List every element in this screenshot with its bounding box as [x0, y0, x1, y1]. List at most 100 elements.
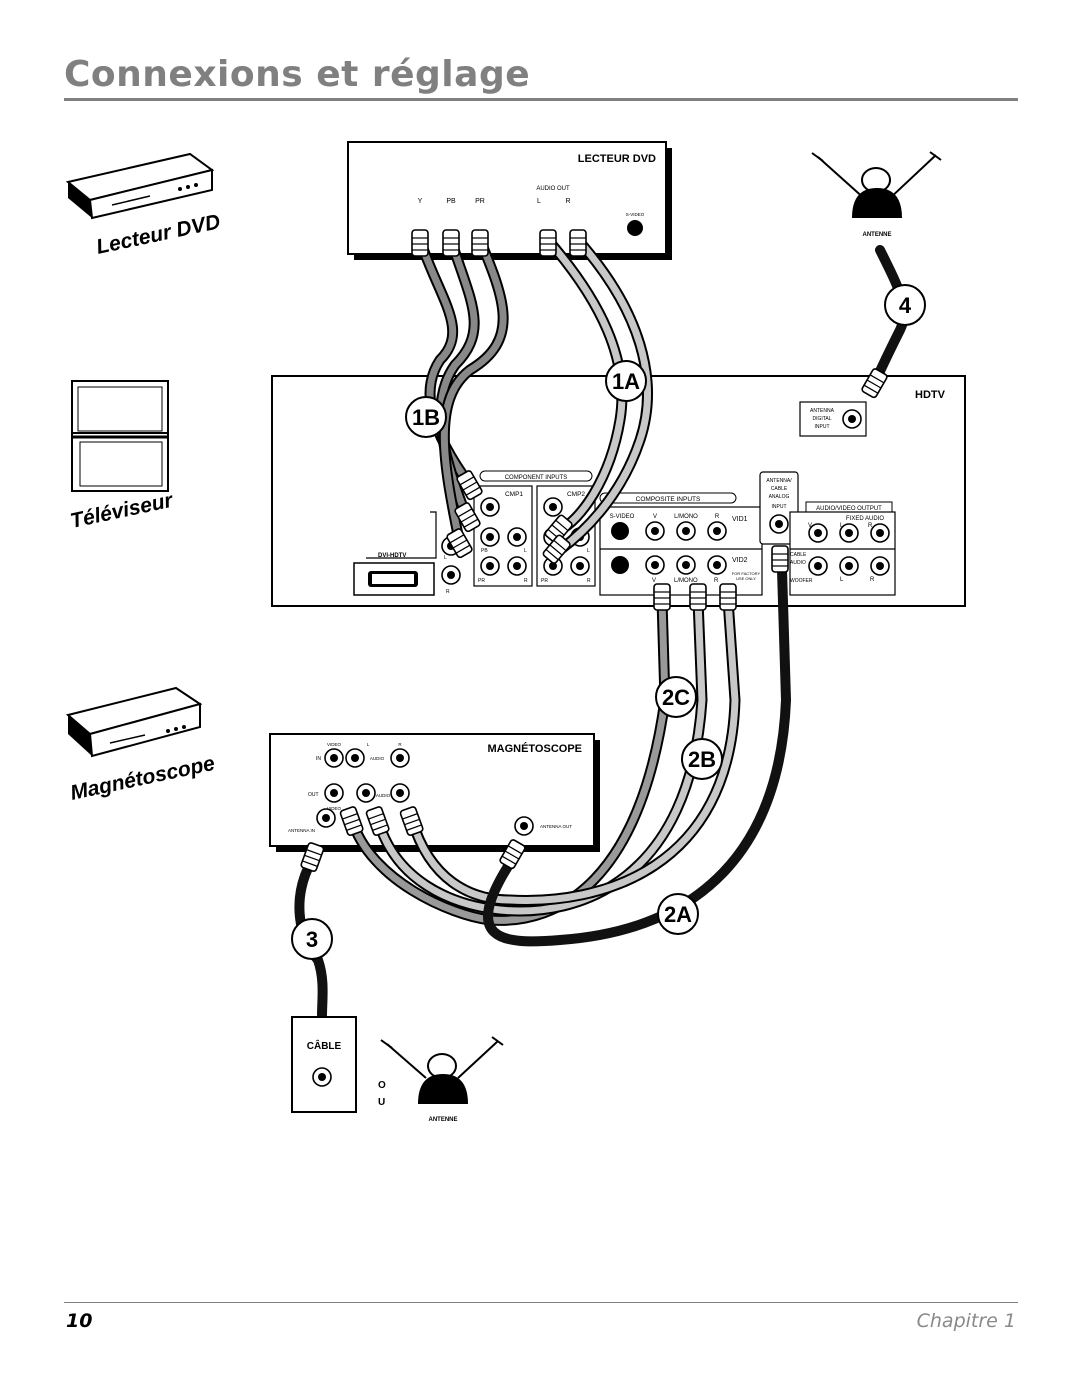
dvi-l-label: L: [444, 555, 447, 561]
antenna-digital-label-1: ANTENNA: [810, 408, 835, 414]
av-output-label: AUDIO/VIDEO OUTPUT: [816, 506, 882, 512]
step-2a-label: 2A: [664, 902, 692, 927]
step-3-label: 3: [306, 927, 318, 952]
dvd-jack-pr: PR: [475, 198, 485, 205]
cmp1-l-label: L: [524, 548, 527, 554]
vid2-r-label: R: [714, 578, 719, 584]
step-1b-circle: [405, 396, 447, 438]
vid2-lmono-label: L/MONO: [674, 578, 698, 584]
fixed-r-label: R: [870, 577, 875, 583]
cmp1-pb-label: PB: [481, 548, 488, 554]
step-1b-label: 1B: [412, 405, 440, 430]
step-2b-circle: [681, 738, 723, 780]
vcr-out-label: OUT: [308, 792, 319, 798]
composite-lmono-label: L/MONO: [674, 514, 698, 520]
step-2b-label: 2B: [688, 747, 716, 772]
fixed-l-label: L: [840, 577, 844, 583]
composite-inputs-label: COMPOSITE INPUTS: [636, 496, 701, 503]
vid2-v-label: V: [652, 578, 656, 584]
ant-analog-label-4: INPUT: [772, 504, 787, 510]
ant-analog-label-2: CABLE: [771, 486, 788, 492]
dvd-panel-title: LECTEUR DVD: [578, 153, 656, 165]
dvi-r-label: R: [446, 589, 450, 595]
cmp1-pr-label: PR: [478, 578, 485, 584]
vcr-r-top-label: R: [398, 742, 402, 747]
dvd-jack-r: R: [565, 198, 570, 205]
cable-wall-outlet: CÂBLE: [291, 1016, 357, 1113]
step-1a-circle: [605, 360, 647, 402]
vcr-audio-in-label: AUDIO: [370, 756, 385, 761]
footer-rule: [64, 1302, 1018, 1303]
vcr-l-top-label: L: [367, 742, 370, 747]
step-1a-label: 1A: [612, 369, 640, 394]
cmp1-label: CMP1: [505, 491, 523, 498]
av-l-label: L: [840, 523, 844, 529]
composite-v-label: V: [653, 514, 657, 520]
dvd-side-label: Lecteur DVD: [94, 210, 222, 259]
cmp2-pr-label: PR: [541, 578, 548, 584]
vcr-icon: [65, 686, 203, 758]
factory-label-2: USE ONLY: [736, 576, 756, 581]
vcr-panel-title: MAGNÉTOSCOPE: [487, 742, 582, 755]
dvd-back-panel: LECTEUR DVD AUDIO OUT Y PB PR L R S-VIDE…: [347, 141, 672, 260]
composite-r-label: R: [715, 514, 720, 520]
dvd-jack-y: Y: [418, 198, 423, 205]
connection-diagram: Lecteur DVD Téléviseur Magnétoscope LECT…: [65, 141, 966, 1123]
antenna-top-label: ANTENNE: [862, 232, 891, 238]
vid1-label: VID1: [732, 516, 748, 523]
antenna-bottom-icon: ANTENNE: [380, 1036, 504, 1123]
dvd-audio-out-label: AUDIO OUT: [536, 186, 570, 192]
sub-woofer-label: WOOFER: [790, 578, 813, 584]
antenna-top-icon: ANTENNE: [811, 151, 942, 238]
step-4-circle: [884, 284, 926, 326]
title-rule: [64, 98, 1018, 101]
factory-label-1: FOR FACTORY: [732, 571, 761, 576]
dvd-jack-pb: PB: [446, 198, 456, 205]
dvd-player-icon: [65, 152, 215, 220]
cmp1-r-label: R: [524, 578, 528, 584]
dvd-jack-l: L: [537, 198, 541, 205]
step-2a-circle: [657, 893, 699, 935]
sub-audio-label: AUDIO: [790, 560, 806, 566]
composite-svideo-label: S-VIDEO: [610, 514, 635, 520]
cmp2-l-label: L: [587, 548, 590, 554]
or-label-u: U: [378, 1097, 385, 1108]
chapter-label: Chapitre 1: [916, 1310, 1016, 1332]
vid2-label: VID2: [732, 557, 748, 564]
cmp2-label: CMP2: [567, 491, 585, 498]
vcr-video-bottom-label: VIDEO: [327, 806, 342, 811]
vcr-in-label: IN: [316, 756, 321, 762]
antenna-digital-label-2: DIGITAL: [812, 416, 831, 422]
av-v-label: V: [808, 523, 812, 529]
television-icon: [71, 380, 169, 492]
vcr-video-top-label: VIDEO: [327, 742, 342, 747]
vcr-audio-out-label: AUDIO: [376, 793, 391, 798]
cable-label: CÂBLE: [307, 1039, 342, 1052]
dvd-svideo-jack: [627, 220, 643, 236]
step-badges: 1A 1B 2A 2B 2C 3 4: [291, 284, 926, 960]
vcr-antenna-in-label: ANTENNA IN: [288, 828, 315, 833]
sub-cable-label: CABLE: [790, 552, 807, 558]
antenna-bottom-label: ANTENNE: [428, 1117, 457, 1123]
fixed-audio-label: FIXED AUDIO: [846, 516, 884, 522]
vcr-back-panel: MAGNÉTOSCOPE VIDEO L R IN AUDIO OUT AUDI…: [269, 733, 600, 852]
step-3-circle: [291, 918, 333, 960]
tv-side-label: Téléviseur: [68, 488, 176, 532]
component-inputs-label: COMPONENT INPUTS: [505, 475, 568, 481]
cmp2-r-label: R: [587, 578, 591, 584]
page-title: Connexions et réglage: [64, 54, 531, 95]
dvi-hdtv-label: DVI-HDTV: [378, 553, 406, 559]
dvd-svideo-label: S-VIDEO: [626, 212, 645, 217]
av-r-label: R: [868, 523, 873, 529]
step-2c-label: 2C: [662, 685, 690, 710]
step-2c-circle: [655, 676, 697, 718]
or-label-o: O: [378, 1080, 386, 1091]
ant-analog-label-1: ANTENNA/: [766, 478, 792, 484]
page-number: 10: [66, 1310, 93, 1332]
step-4-label: 4: [899, 293, 912, 318]
vcr-antenna-out-label: ANTENNA OUT: [540, 824, 572, 829]
hdtv-panel-title: HDTV: [915, 389, 946, 401]
cables: [294, 234, 909, 1020]
ant-analog-label-3: ANALOG: [769, 494, 790, 500]
antenna-digital-label-3: INPUT: [815, 424, 830, 430]
